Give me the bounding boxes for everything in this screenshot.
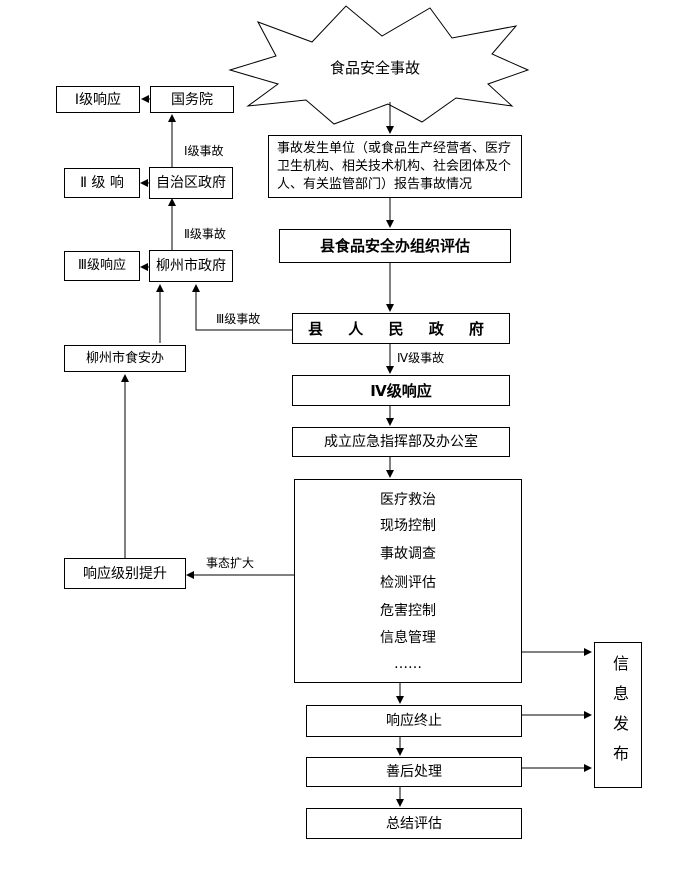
info-release-label: 信息发布 (610, 655, 629, 775)
info-release-label-wrap: 信息发布 (596, 642, 642, 788)
level2-event-label: Ⅱ级事故 (184, 227, 226, 241)
level2-response-box: Ⅱ 级 响 (64, 168, 140, 198)
response-item: 医疗救治 (380, 492, 436, 508)
state-council-box: 国务院 (150, 86, 234, 113)
response-item: 检测评估 (380, 575, 436, 591)
level3-event-label: Ⅲ级事故 (216, 312, 261, 326)
starburst-shape (228, 5, 530, 125)
response-item: 信息管理 (380, 630, 436, 646)
command-center-box: 成立应急指挥部及办公室 (292, 427, 510, 457)
liuzhou-gov-box: 柳州市政府 (149, 250, 233, 282)
level1-response-box: Ⅰ级响应 (56, 86, 140, 113)
level4-response-box: Ⅳ级响应 (292, 375, 510, 406)
level3-response-box: Ⅲ级响应 (64, 251, 140, 281)
arrow-county-to-liuzhou-gov (192, 284, 294, 331)
response-end-box: 响应终止 (306, 705, 522, 737)
level1-event-label: Ⅰ级事故 (184, 144, 224, 158)
summary-box: 总结评估 (306, 808, 522, 839)
response-item: …… (394, 656, 422, 672)
autonomous-gov-box: 自治区政府 (149, 167, 233, 199)
report-box: 事故发生单位（或食品生产经营者、医疗卫生机构、相关技术机构、社会团体及个人、有关… (268, 135, 522, 198)
level4-event-label: Ⅳ级事故 (397, 351, 445, 365)
response-items-box (294, 479, 522, 683)
county-food-office-box: 县食品安全办组织评估 (279, 229, 511, 263)
county-government-box: 县 人 民 政 府 (292, 313, 510, 344)
response-item: 危害控制 (380, 603, 436, 619)
start-event-label: 食品安全事故 (330, 59, 421, 77)
response-item: 现场控制 (380, 518, 436, 534)
escalate-box: 响应级别提升 (64, 558, 186, 589)
response-item: 事故调查 (380, 546, 436, 562)
situation-expand-label: 事态扩大 (206, 556, 255, 570)
liuzhou-food-office-box: 柳州市食安办 (64, 345, 186, 372)
aftermath-box: 善后处理 (306, 757, 522, 787)
info-release-box (594, 642, 642, 788)
